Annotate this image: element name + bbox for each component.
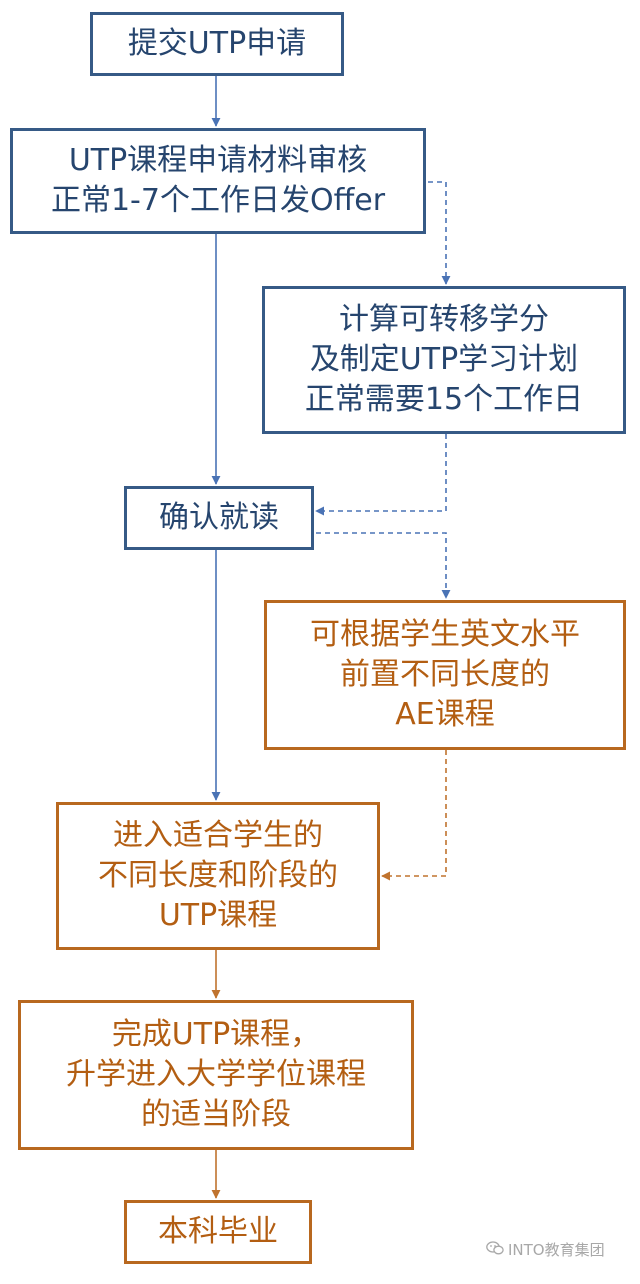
watermark: INTO教育集团 — [486, 1241, 605, 1259]
node-line: UTP课程 — [158, 898, 278, 933]
node-line: 进入适合学生的 — [113, 818, 323, 853]
node-line: 正常需要15个工作日 — [304, 382, 584, 417]
node-line: 本科毕业 — [158, 1214, 278, 1249]
node-ae-course: 可根据学生英文水平 前置不同长度的 AE课程 — [264, 600, 626, 750]
node-line: 提交UTP申请 — [127, 26, 307, 61]
node-line: 及制定UTP学习计划 — [309, 342, 579, 377]
node-line: 正常1-7个工作日发Offer — [50, 183, 386, 218]
wechat-icon — [486, 1241, 504, 1259]
node-line: AE课程 — [395, 697, 495, 732]
arrow-calc-credits-to-confirm — [315, 434, 447, 516]
arrow-review-to-calc-credits — [428, 181, 451, 285]
node-confirm-enrollment: 确认就读 — [124, 486, 314, 550]
node-calc-credits: 计算可转移学分 及制定UTP学习计划 正常需要15个工作日 — [262, 286, 626, 434]
node-line: 完成UTP课程， — [111, 1017, 321, 1052]
node-line: 计算可转移学分 — [339, 302, 549, 337]
node-line: 确认就读 — [159, 500, 279, 535]
node-line: 升学进入大学学位课程 — [66, 1057, 366, 1092]
node-line: 不同长度和阶段的 — [98, 858, 338, 893]
node-submit-application: 提交UTP申请 — [90, 12, 344, 76]
node-complete-utp: 完成UTP课程， 升学进入大学学位课程 的适当阶段 — [18, 1000, 414, 1150]
node-line: UTP课程申请材料审核 — [68, 143, 368, 178]
node-graduate: 本科毕业 — [124, 1200, 312, 1264]
arrow-confirm-to-ae-course — [316, 532, 451, 599]
node-review-materials: UTP课程申请材料审核 正常1-7个工作日发Offer — [10, 128, 426, 234]
node-line: 前置不同长度的 — [340, 657, 550, 692]
node-line: 的适当阶段 — [141, 1097, 291, 1132]
node-line: 可根据学生英文水平 — [310, 617, 580, 652]
node-enter-utp: 进入适合学生的 不同长度和阶段的 UTP课程 — [56, 802, 380, 950]
watermark-text: INTO教育集团 — [508, 1241, 605, 1259]
arrow-ae-course-to-enter-utp — [381, 750, 447, 881]
